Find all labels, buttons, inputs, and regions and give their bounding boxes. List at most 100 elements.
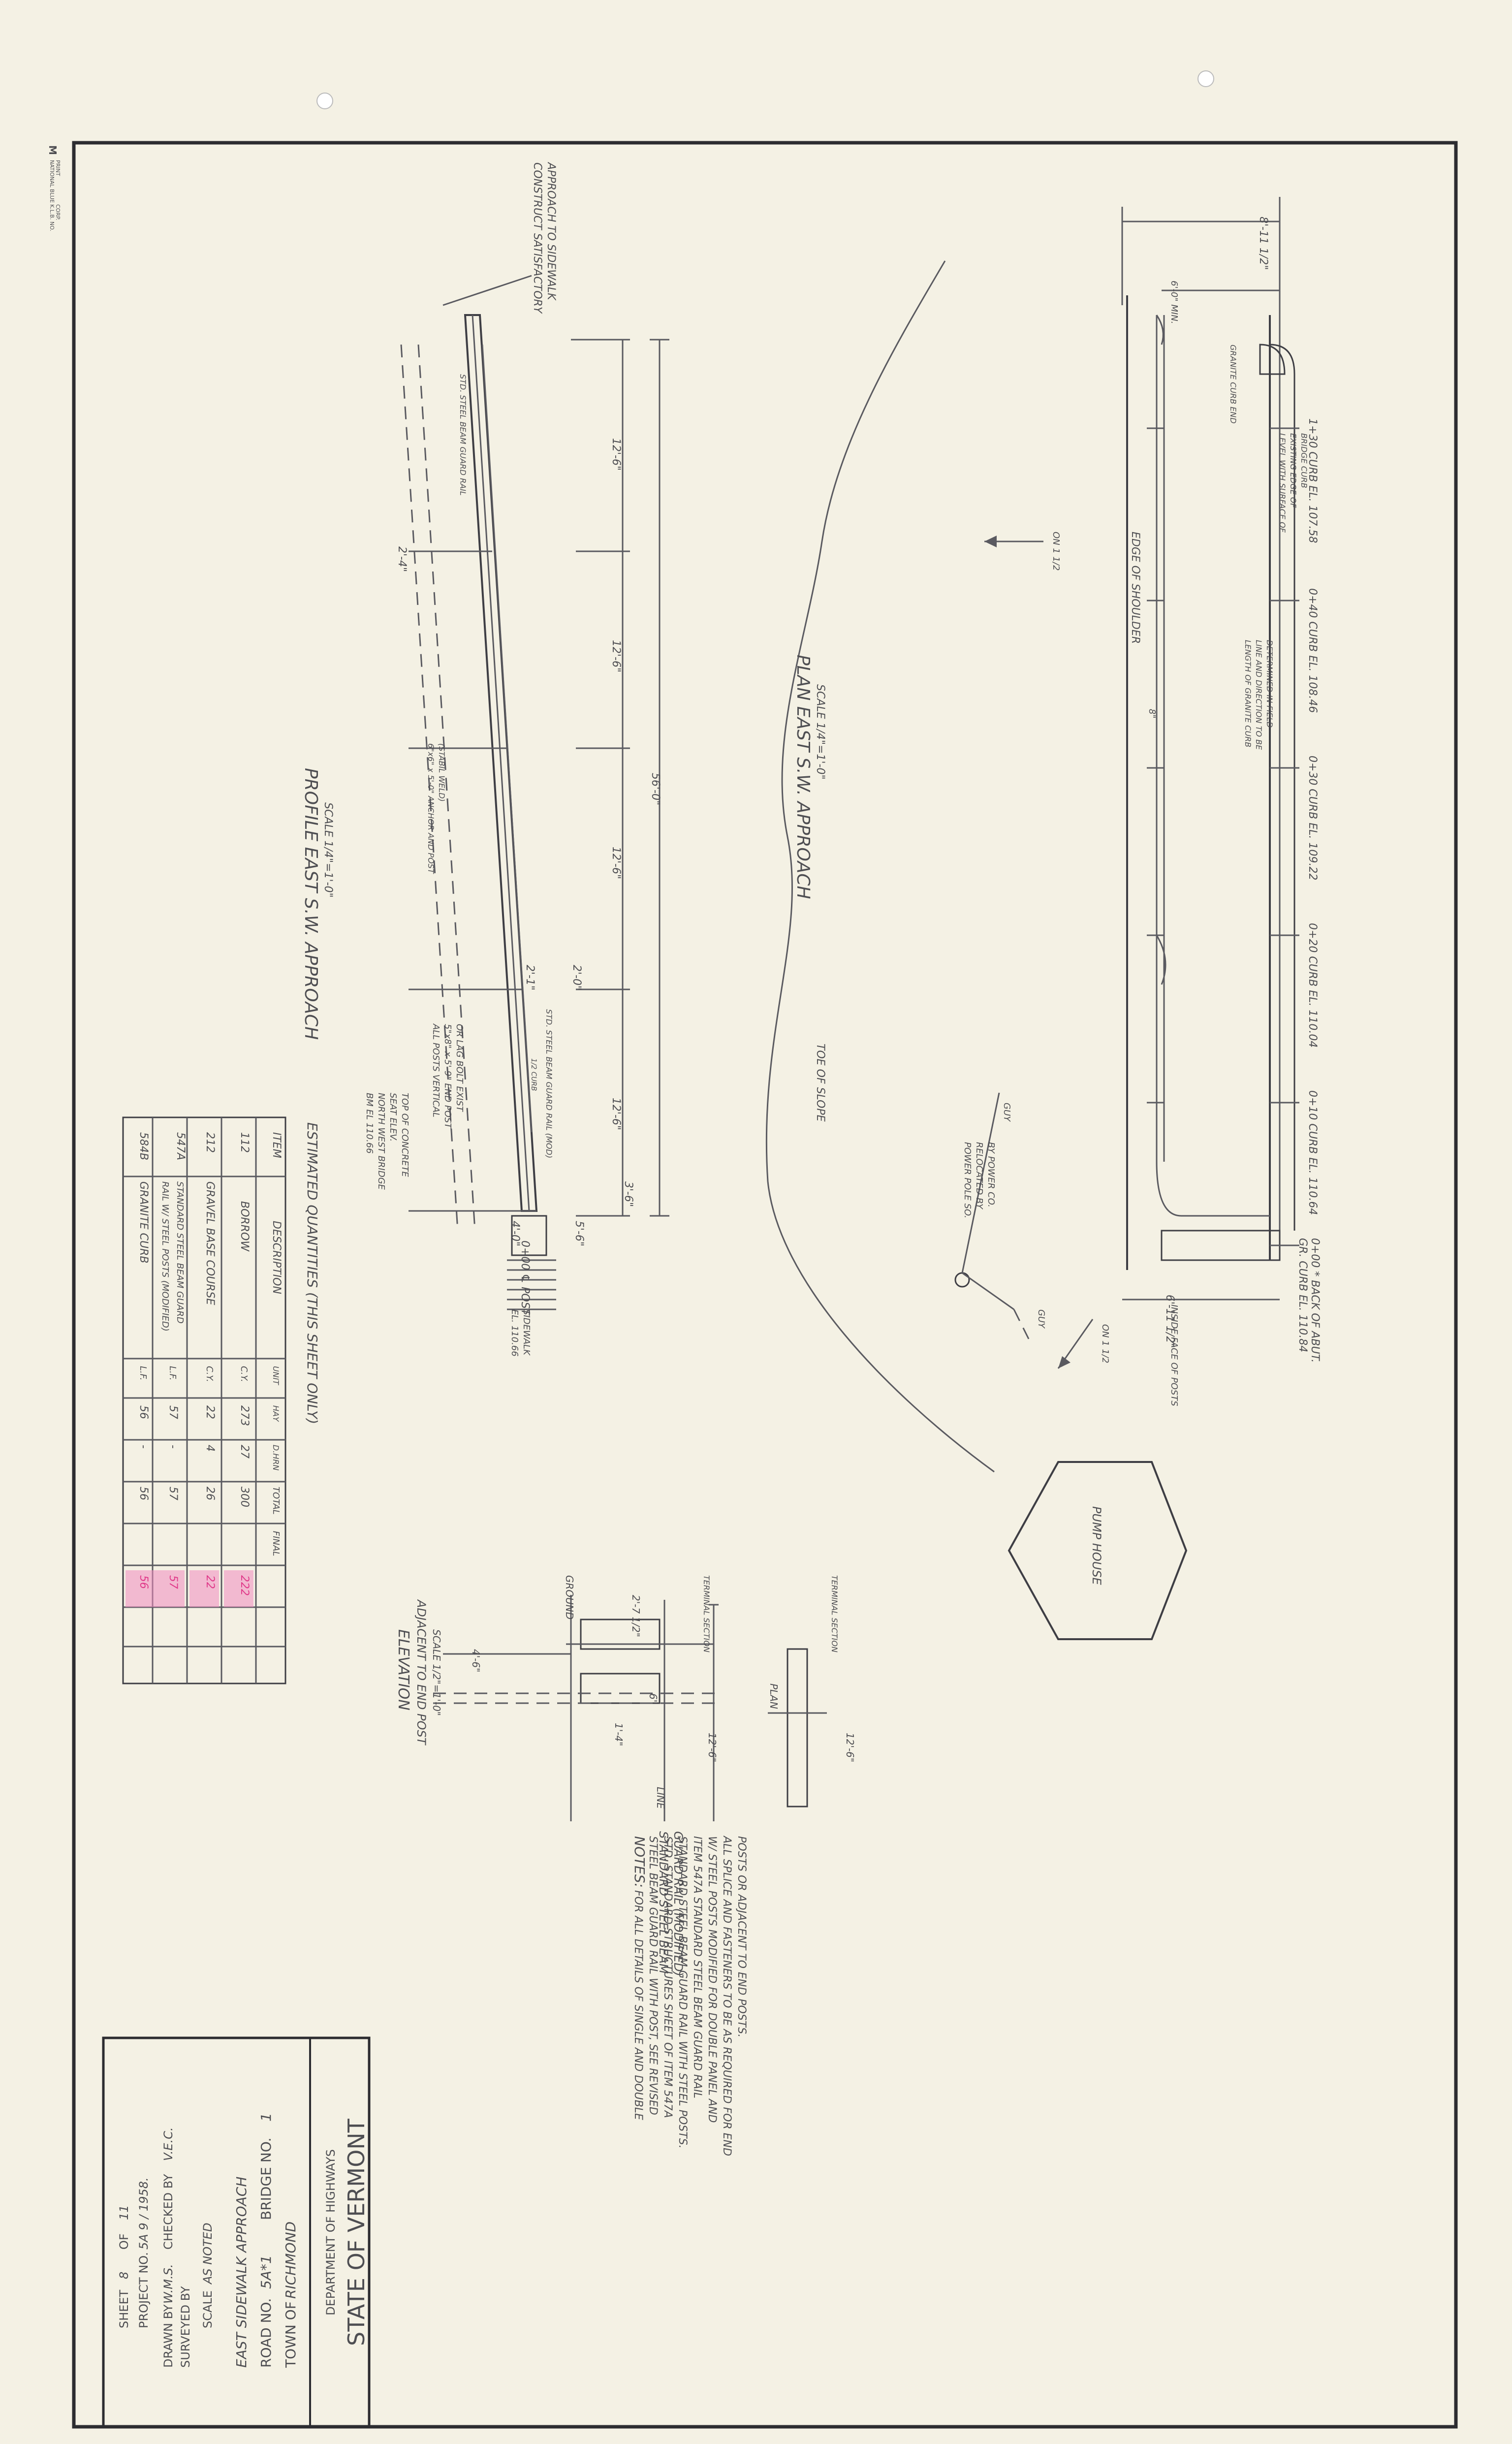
svg-text:ALL POSTS VERTICAL: ALL POSTS VERTICAL [431, 1023, 441, 1117]
svg-text:STD. STANDARD STRUCTURES SHEET: STD. STANDARD STRUCTURES SHEET OF ITEM 5… [662, 1836, 674, 2118]
svg-text:STEEL BEAM GUARD RAIL WITH POS: STEEL BEAM GUARD RAIL WITH POST, SEE REV… [647, 1836, 659, 2115]
svg-text:222: 222 [238, 1575, 251, 1596]
svg-text:56'-0": 56'-0" [649, 773, 662, 805]
pump-house [1008, 1461, 1188, 1640]
svg-text:3'-6": 3'-6" [622, 1181, 634, 1207]
svg-text:EXISTING EDGE OF: EXISTING EDGE OF [1289, 433, 1298, 508]
svg-text:6'-11 1/2": 6'-11 1/2" [1164, 1295, 1176, 1348]
svg-text:LINE AND DIRECTION TO BE: LINE AND DIRECTION TO BE [1254, 640, 1263, 750]
svg-text:11: 11 [117, 2205, 131, 2220]
svg-text:57: 57 [167, 1575, 179, 1589]
svg-text:GRAVEL BASE COURSE: GRAVEL BASE COURSE [204, 1181, 216, 1305]
svg-text:12'-6": 12'-6" [844, 1733, 856, 1762]
svg-text:56: 56 [137, 1575, 150, 1589]
svg-text:ITEM 547A STANDARD STEEL BEAM: ITEM 547A STANDARD STEEL BEAM GUARD RAIL [691, 1836, 703, 2098]
svg-text:BRIDGE NO.: BRIDGE NO. [258, 2137, 274, 2220]
svg-text:NORTH WEST BRIDGE: NORTH WEST BRIDGE [376, 1093, 386, 1190]
svg-text:547A: 547A [174, 1132, 187, 1160]
svg-text:4: 4 [204, 1445, 216, 1452]
svg-text:12'-6": 12'-6" [610, 1098, 622, 1130]
svg-text:GRANITE CURB END: GRANITE CURB END [1228, 345, 1238, 424]
svg-text:LINE: LINE [655, 1787, 666, 1809]
svg-text:SIDEWALK: SIDEWALK [521, 1309, 532, 1356]
svg-text:-: - [137, 1445, 150, 1449]
svg-text:BRIDGE CURB: BRIDGE CURB [1299, 433, 1309, 488]
svg-text:STANDARD STEEL BEAM GUARD RAIL: STANDARD STEEL BEAM GUARD RAIL WITH STEE… [676, 1836, 689, 2149]
svg-text:6'-0" MIN.: 6'-0" MIN. [1169, 281, 1179, 324]
svg-text:0+00 ℄ POST: 0+00 ℄ POST [519, 1240, 531, 1316]
svg-text:OR LAG BOLT EXIST: OR LAG BOLT EXIST [454, 1024, 465, 1112]
svg-text:FOR ALL DETAILS OF SINGLE AND: FOR ALL DETAILS OF SINGLE AND DOUBLE [632, 1890, 644, 2120]
svg-text:56: 56 [137, 1405, 150, 1419]
svg-text:TOWN OF: TOWN OF [283, 2301, 299, 2368]
svg-text:112: 112 [238, 1132, 251, 1153]
svg-text:ESTIMATED QUANTITIES (THIS SHE: ESTIMATED QUANTITIES (THIS SHEET ONLY) [304, 1122, 320, 1424]
svg-text:5A 9 / 1958.: 5A 9 / 1958. [137, 2177, 151, 2250]
svg-text:STD. STEEL BEAM GUARD RAIL (MO: STD. STEEL BEAM GUARD RAIL (MOD) [544, 1009, 554, 1158]
svg-text:BY POWER CO.: BY POWER CO. [986, 1142, 996, 1207]
svg-text:SCALE 1/4"=1'-0": SCALE 1/4"=1'-0" [322, 802, 334, 898]
svg-text:0+10 CURB EL. 110.64: 0+10 CURB EL. 110.64 [1306, 1090, 1319, 1215]
svg-text:0+40 CURB EL. 108.46: 0+40 CURB EL. 108.46 [1306, 588, 1319, 713]
svg-text:0+30 CURB EL. 109.22: 0+30 CURB EL. 109.22 [1306, 756, 1319, 880]
svg-text:APPROACH TO SIDEWALK: APPROACH TO SIDEWALK [545, 161, 557, 301]
svg-text:TERMINAL SECTION: TERMINAL SECTION [702, 1575, 711, 1652]
svg-text:22: 22 [204, 1575, 216, 1589]
svg-text:4'-0": 4'-0" [509, 1221, 521, 1246]
svg-text:DETERMINED IN FIELD: DETERMINED IN FIELD [1265, 640, 1274, 728]
svg-text:BORROW: BORROW [238, 1201, 251, 1252]
svg-text:1+30 CURB EL. 107.58: 1+30 CURB EL. 107.58 [1306, 418, 1319, 543]
svg-text:22: 22 [204, 1405, 216, 1419]
svg-text:ROAD NO.: ROAD NO. [258, 2298, 274, 2368]
svg-text:ON 1 1/2: ON 1 1/2 [1100, 1324, 1110, 1364]
quantities-table: ESTIMATED QUANTITIES (THIS SHEET ONLY) I… [122, 1116, 320, 1684]
svg-text:CORP.: CORP. [55, 204, 61, 220]
title-department: DEPARTMENT OF HIGHWAYS [324, 2149, 338, 2316]
svg-text:ADJACENT TO END POST: ADJACENT TO END POST [414, 1599, 428, 1746]
svg-text:2'-4": 2'-4" [396, 546, 408, 572]
svg-text:OF: OF [117, 2233, 131, 2250]
svg-text:8'-11 1/2": 8'-11 1/2" [1257, 217, 1269, 270]
profile-title: PROFILE EAST S.W. APPROACH [301, 768, 321, 1040]
svg-text:C.Y.: C.Y. [239, 1366, 249, 1382]
svg-text:GR. CURB EL. 110.84: GR. CURB EL. 110.84 [1296, 1238, 1309, 1352]
svg-text:GUARD RAIL (MODIFIED): GUARD RAIL (MODIFIED) [671, 1831, 685, 1976]
svg-text:RAIL W/ STEEL POSTS (MODIFIED): RAIL W/ STEEL POSTS (MODIFIED) [160, 1181, 170, 1332]
svg-text:(STABIL WELD): (STABIL WELD) [437, 743, 446, 802]
plan-view: 8'-11 1/2" 6'-0" MIN. 6'-11 1/2" GRANITE… [765, 197, 1321, 1640]
svg-text:FINAL: FINAL [271, 1531, 281, 1556]
svg-text:584B: 584B [137, 1132, 150, 1160]
svg-text:6": 6" [647, 1693, 659, 1704]
svg-text:W.M.S.: W.M.S. [161, 2264, 175, 2304]
svg-text:5A*1: 5A*1 [258, 2255, 274, 2289]
svg-text:12'-6": 12'-6" [610, 847, 622, 879]
svg-text:0+20 CURB EL. 110.04: 0+20 CURB EL. 110.04 [1306, 923, 1319, 1047]
svg-text:M: M [47, 145, 59, 155]
svg-text:PLAN: PLAN [768, 1683, 780, 1709]
svg-text:DRAWN BY: DRAWN BY [161, 2304, 175, 2368]
svg-text:212: 212 [204, 1132, 216, 1153]
svg-text:1/2 CURB: 1/2 CURB [530, 1058, 537, 1091]
svg-text:NATIONAL BLUE: NATIONAL BLUE [49, 160, 55, 203]
svg-text:TERMINAL SECTION: TERMINAL SECTION [830, 1575, 839, 1652]
svg-text:2'-1": 2'-1" [524, 965, 536, 990]
svg-text:AS NOTED: AS NOTED [201, 2223, 215, 2285]
plan-title: PLAN EAST S.W. APPROACH [793, 655, 813, 899]
svg-text:273: 273 [238, 1405, 251, 1426]
svg-text:SURVEYED BY: SURVEYED BY [179, 2286, 192, 2368]
svg-text:K.L.B. NO.: K.L.B. NO. [49, 204, 55, 231]
svg-text:SCALE 1/4"=1'-0": SCALE 1/4"=1'-0" [814, 684, 826, 780]
svg-text:57: 57 [167, 1405, 179, 1419]
svg-text:2'-0": 2'-0" [570, 965, 583, 990]
svg-text:STANDARD STEEL BEAM GUARD: STANDARD STEEL BEAM GUARD [175, 1181, 185, 1324]
svg-text:C.Y.: C.Y. [204, 1366, 215, 1382]
svg-text:UNIT: UNIT [271, 1366, 281, 1385]
svg-text:DESCRIPTION: DESCRIPTION [270, 1221, 283, 1294]
svg-text:12'-6": 12'-6" [610, 438, 622, 471]
svg-text:GRANITE CURB: GRANITE CURB [137, 1181, 150, 1264]
profile-view: CONSTRUCT SATISFACTORY APPROACH TO SIDEW… [301, 161, 669, 1357]
svg-text:ALL SPLICE AND FASTENERS TO BE: ALL SPLICE AND FASTENERS TO BE AS REQUIR… [721, 1835, 733, 2156]
svg-text:L.F.: L.F. [138, 1366, 148, 1381]
